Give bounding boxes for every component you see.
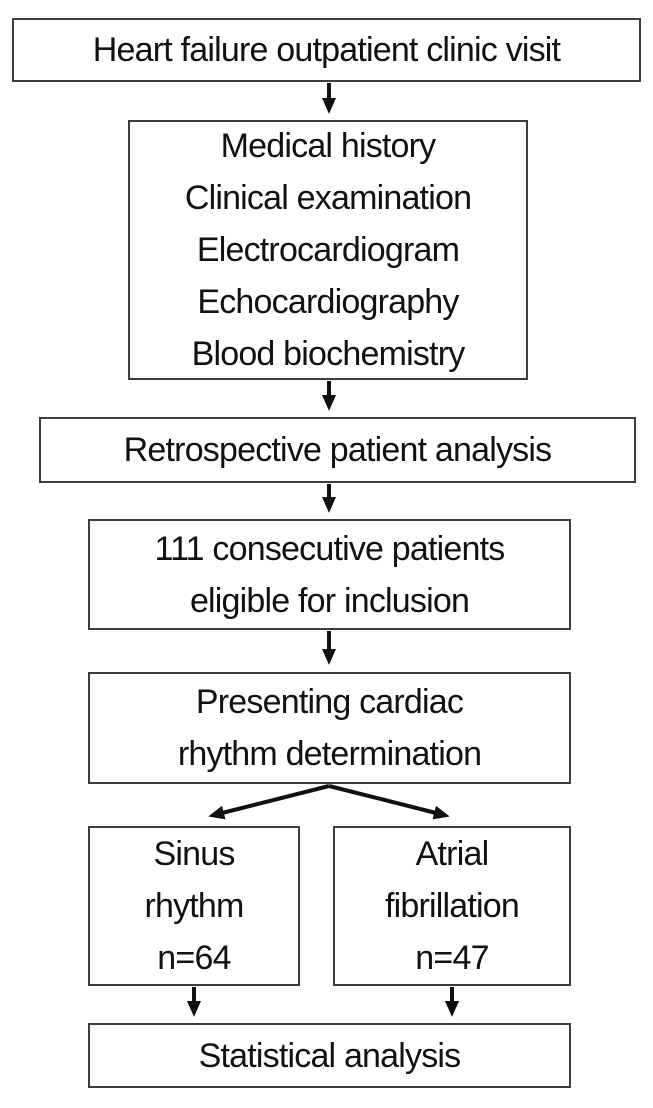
node-assessment-line: Medical history bbox=[220, 127, 437, 165]
node-sinus-rhythm: Sinus rhythm n=64 bbox=[88, 826, 300, 986]
node-rhythm-determination-line: Presenting cardiac bbox=[195, 683, 464, 721]
node-atrial-fibrillation: Atrial fibrillation n=47 bbox=[333, 826, 571, 986]
arrow-rhythm-to-afib bbox=[328, 784, 450, 820]
node-clinic-visit-label: Heart failure outpatient clinic visit bbox=[92, 31, 561, 69]
node-assessment-line: Electrocardiogram bbox=[196, 231, 460, 269]
node-statistical-analysis: Statistical analysis bbox=[88, 1023, 571, 1088]
node-atrial-fibrillation-line: fibrillation bbox=[384, 887, 520, 925]
node-assessment-line: Echocardiography bbox=[197, 283, 459, 321]
node-atrial-fibrillation-line: Atrial bbox=[415, 835, 489, 873]
node-eligible-patients: 111 consecutive patients eligible for in… bbox=[88, 519, 571, 630]
node-eligible-patients-line: eligible for inclusion bbox=[189, 581, 470, 620]
node-assessment-line: Blood biochemistry bbox=[191, 335, 466, 373]
node-atrial-fibrillation-count: n=47 bbox=[415, 939, 489, 977]
node-rhythm-determination-line: rhythm determination bbox=[177, 735, 482, 773]
node-sinus-rhythm-count: n=64 bbox=[157, 939, 231, 977]
node-statistical-analysis-label: Statistical analysis bbox=[198, 1036, 462, 1075]
node-sinus-rhythm-line: Sinus bbox=[153, 835, 235, 873]
node-retrospective-analysis: Retrospective patient analysis bbox=[39, 417, 636, 483]
node-assessment-line: Clinical examination bbox=[184, 179, 472, 217]
node-assessment: Medical history Clinical examination Ele… bbox=[128, 120, 528, 380]
node-retrospective-analysis-label: Retrospective patient analysis bbox=[123, 431, 552, 469]
node-rhythm-determination: Presenting cardiac rhythm determination bbox=[88, 672, 571, 784]
node-clinic-visit: Heart failure outpatient clinic visit bbox=[12, 18, 641, 82]
arrow-rhythm-to-sinus bbox=[208, 784, 330, 820]
node-eligible-patients-line: 111 consecutive patients bbox=[154, 529, 505, 568]
node-sinus-rhythm-line: rhythm bbox=[144, 887, 244, 925]
